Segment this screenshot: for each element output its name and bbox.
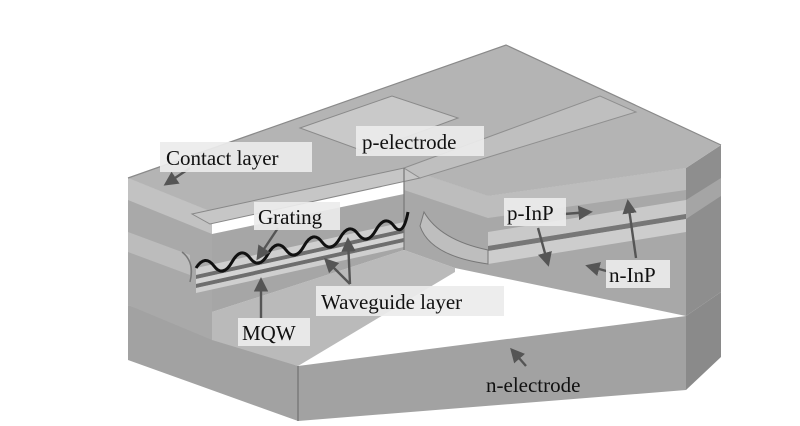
label-grating: Grating [254, 202, 340, 230]
pinp-arrow-down [536, 227, 552, 267]
label-n-inp: n-InP [606, 260, 670, 288]
left-mesa-curve [181, 251, 193, 283]
p-electrode-text: p-electrode [362, 130, 456, 154]
substrate-front-face [128, 305, 686, 421]
waveguide-layer-text: Waveguide layer [321, 290, 462, 314]
left-mesa-contact-band [128, 178, 212, 234]
grating-arrow [256, 227, 279, 261]
substrate-side-face [686, 292, 721, 390]
right-mesa-layer-dark [488, 214, 686, 251]
grating-text: Grating [258, 205, 323, 229]
right-mesa-side-face [686, 145, 721, 316]
label-n-electrode: n-electrode [486, 373, 580, 397]
ridge-stripe-back [402, 95, 638, 179]
p-electrode-pad [298, 95, 460, 153]
right-side-band [686, 178, 721, 219]
right-mesa-layer-light [488, 219, 686, 264]
p-inp-text: p-InP [507, 201, 554, 225]
grating-line [194, 211, 410, 273]
mqw-text: MQW [242, 321, 296, 345]
ninp-arrow-up [622, 199, 638, 259]
left-mesa-layer-band [128, 232, 190, 275]
n-electrode-arrow [510, 347, 527, 367]
right-mesa-curve [419, 210, 489, 265]
label-mqw: MQW [238, 318, 310, 346]
label-p-electrode: p-electrode [356, 126, 484, 156]
waveguide-arrow-right [341, 237, 356, 285]
contact-layer-text: Contact layer [166, 146, 279, 170]
label-waveguide-layer: Waveguide layer [316, 286, 504, 316]
n-inp-text: n-InP [609, 263, 656, 287]
n-electrode-text: n-electrode [486, 373, 580, 397]
label-p-inp: p-InP [504, 198, 566, 226]
top-outline [127, 44, 722, 179]
label-contact-layer: Contact layer [160, 142, 312, 172]
pinp-arrow-right [563, 205, 593, 221]
waveguide-arrow-left [323, 257, 351, 285]
right-mesa-contact-band [404, 168, 686, 218]
